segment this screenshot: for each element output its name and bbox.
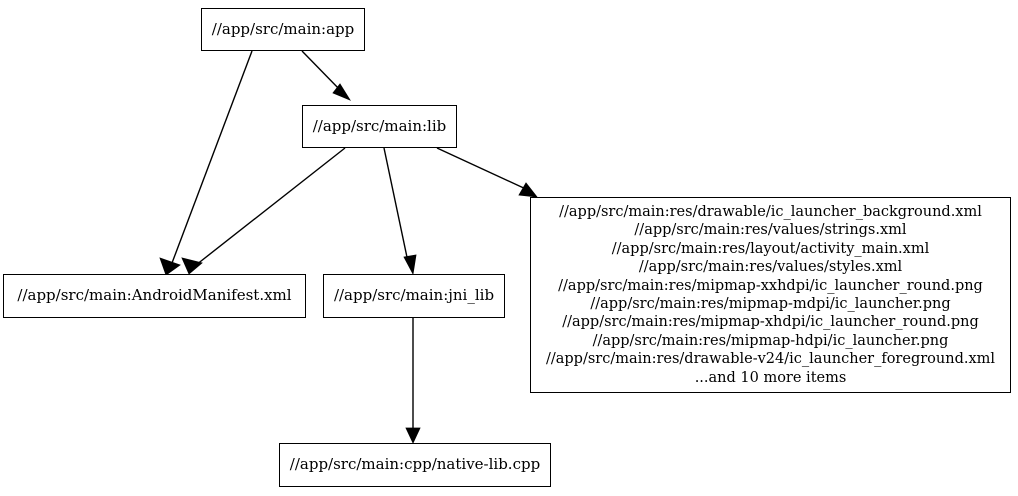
graph-node-lib[interactable]: //app/src/main:lib: [302, 105, 457, 148]
graph-node-label: //app/src/main:res/drawable/ic_launcher_…: [545, 203, 996, 386]
graph-edge-arrowhead: [403, 254, 417, 276]
graph-node-label: //app/src/main:app: [211, 19, 355, 38]
graph-edge-arrowhead: [518, 182, 538, 198]
graph-edge: [383, 147, 417, 276]
graph-node-jni-lib[interactable]: //app/src/main:jni_lib: [323, 274, 505, 318]
graph-node-label: //app/src/main:lib: [312, 116, 447, 135]
graph-node-label: //app/src/main:cpp/native-lib.cpp: [289, 455, 541, 474]
graph-edge-arrowhead: [405, 427, 421, 444]
graph-edge: [405, 318, 421, 444]
graph-node-app[interactable]: //app/src/main:app: [201, 8, 365, 51]
graph-edge: [436, 147, 538, 198]
graph-edge-arrowhead: [159, 257, 181, 276]
graph-edge: [181, 147, 346, 275]
graph-edge-arrowhead: [181, 257, 203, 275]
graph-edge: [301, 50, 351, 101]
graph-node-res-group[interactable]: //app/src/main:res/drawable/ic_launcher_…: [530, 197, 1011, 393]
graph-edge: [159, 50, 253, 276]
graph-node-label: //app/src/main:jni_lib: [333, 286, 495, 305]
graph-edge-arrowhead: [332, 83, 351, 101]
graph-node-android-manifest[interactable]: //app/src/main:AndroidManifest.xml: [3, 274, 306, 318]
graph-node-label: //app/src/main:AndroidManifest.xml: [17, 286, 292, 305]
graph-node-native-lib-cpp[interactable]: //app/src/main:cpp/native-lib.cpp: [279, 443, 551, 487]
